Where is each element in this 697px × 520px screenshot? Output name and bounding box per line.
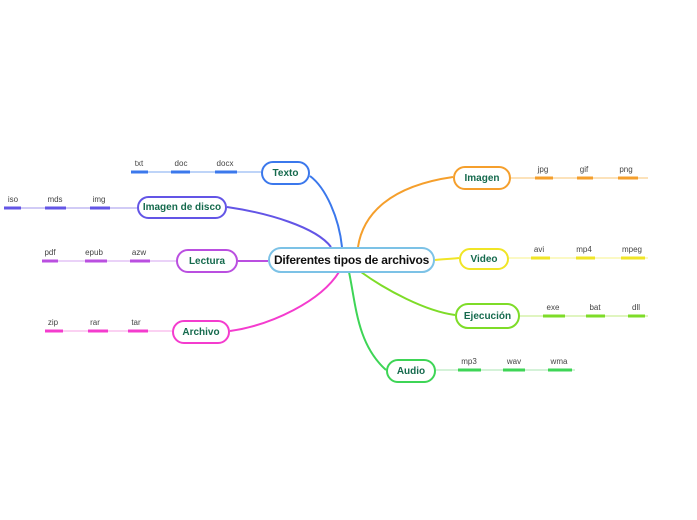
branch-curve-imagen-de-disco (226, 206, 332, 248)
branch-node-archivo[interactable]: Archivo (172, 320, 230, 344)
leaf-label-exe[interactable]: exe (546, 303, 560, 312)
branch-node-video[interactable]: Video (459, 248, 509, 270)
leaf-label-bat[interactable]: bat (589, 303, 601, 312)
leaf-label-wav[interactable]: wav (506, 357, 522, 366)
leaf-label-txt[interactable]: txt (134, 159, 144, 168)
branch-curve-ejecucion (360, 271, 456, 316)
branch-node-imagen-de-disco[interactable]: Imagen de disco (137, 196, 227, 219)
branch-label-video: Video (470, 253, 498, 265)
branch-label-texto: Texto (272, 167, 299, 179)
leaf-label-azw[interactable]: azw (131, 248, 147, 257)
leaf-label-epub[interactable]: epub (85, 248, 103, 257)
leaf-label-gif[interactable]: gif (579, 165, 589, 174)
branch-label-archivo: Archivo (182, 326, 220, 338)
branch-label-audio: Audio (396, 365, 426, 377)
leaf-label-pdf[interactable]: pdf (44, 248, 56, 257)
branch-label-imagen: Imagen (464, 172, 500, 184)
leaf-label-mp4[interactable]: mp4 (576, 245, 592, 254)
branch-label-ejecucion: Ejecución (463, 310, 512, 322)
leaf-label-png[interactable]: png (619, 165, 633, 174)
leaf-label-doc[interactable]: doc (174, 159, 188, 168)
central-topic-node[interactable]: Diferentes tipos de archivos (268, 247, 435, 273)
branch-curve-texto (309, 175, 343, 248)
leaf-label-wma[interactable]: wma (550, 357, 568, 366)
branch-label-imagen-de-disco: Imagen de disco (142, 202, 222, 213)
leaf-label-mpeg[interactable]: mpeg (621, 245, 643, 254)
leaf-label-docx[interactable]: docx (216, 159, 234, 168)
leaf-label-mp3[interactable]: mp3 (461, 357, 477, 366)
leaf-label-dll[interactable]: dll (631, 303, 641, 312)
leaf-label-iso[interactable]: iso (7, 195, 19, 204)
branch-node-audio[interactable]: Audio (386, 359, 436, 383)
branch-node-ejecucion[interactable]: Ejecución (455, 303, 520, 329)
leaf-label-mds[interactable]: mds (47, 195, 63, 204)
leaf-label-jpg[interactable]: jpg (537, 165, 549, 174)
branch-curve-video (434, 257, 460, 261)
leaf-label-img[interactable]: img (92, 195, 106, 204)
branch-curve-imagen (357, 176, 454, 248)
leaf-label-tar[interactable]: tar (131, 318, 141, 327)
branch-node-lectura[interactable]: Lectura (176, 249, 238, 273)
leaf-label-rar[interactable]: rar (90, 318, 100, 327)
branch-curve-archivo (229, 271, 340, 332)
central-topic-label: Diferentes tipos de archivos (273, 253, 430, 267)
branch-node-imagen[interactable]: Imagen (453, 166, 511, 190)
leaf-label-avi[interactable]: avi (533, 245, 545, 254)
leaf-label-zip[interactable]: zip (47, 318, 59, 327)
branch-label-lectura: Lectura (188, 255, 226, 267)
branch-node-texto[interactable]: Texto (261, 161, 310, 185)
branch-curve-audio (348, 271, 387, 371)
